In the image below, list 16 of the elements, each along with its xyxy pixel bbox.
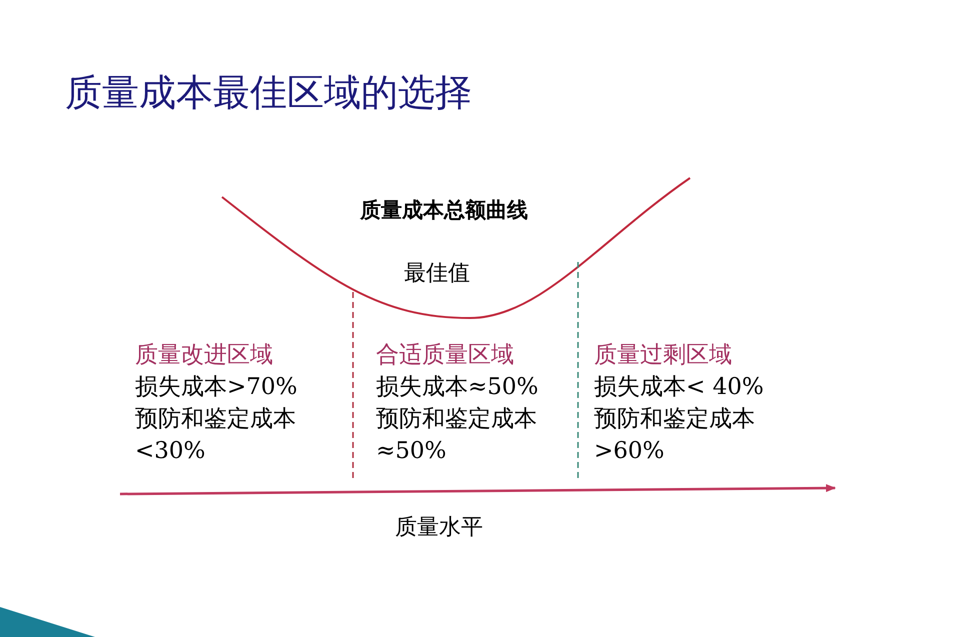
region-note: 损失成本< 40% [594, 373, 764, 401]
region-heading: 合适质量区域 [376, 341, 514, 369]
region-note: 损失成本≈50% [376, 373, 538, 401]
slide-title: 质量成本最佳区域的选择 [65, 70, 472, 116]
region-note: 损失成本>70% [135, 373, 298, 401]
region-note: 预防和鉴定成本 [376, 405, 537, 433]
region-heading: 质量改进区域 [135, 341, 273, 369]
region-note: >60% [594, 437, 664, 465]
region-note: ≈50% [376, 437, 446, 465]
region-note: 预防和鉴定成本 [135, 405, 296, 433]
axis-label: 质量水平 [395, 514, 483, 542]
region-note: <30% [135, 437, 206, 465]
region-heading: 质量过剩区域 [594, 341, 732, 369]
optimum-label: 最佳值 [404, 260, 470, 288]
curve-label: 质量成本总额曲线 [360, 196, 528, 224]
region-note: 预防和鉴定成本 [594, 405, 755, 433]
